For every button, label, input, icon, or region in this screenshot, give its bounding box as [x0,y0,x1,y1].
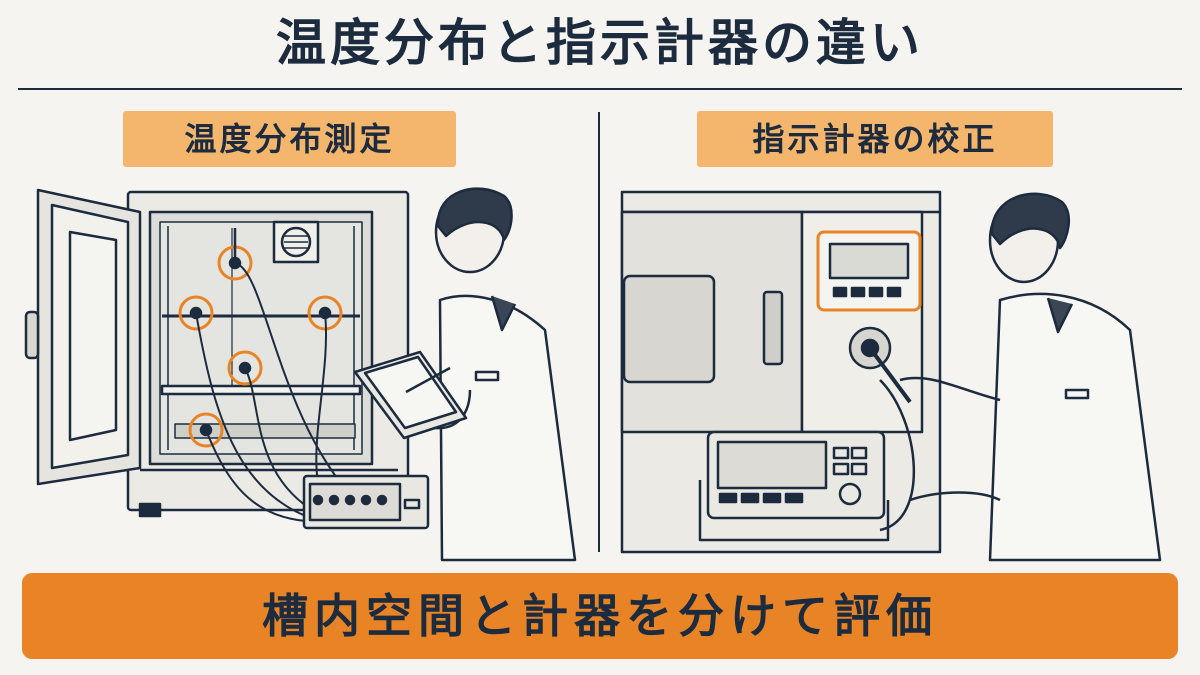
title-divider [18,88,1182,90]
technician-with-probe [868,192,1162,562]
incubator-door [24,188,142,486]
temperature-sensor-icon [178,228,343,448]
control-display-panel [816,230,922,312]
clipboard-icon [353,350,468,440]
summary-banner: 槽内空間と計器を分けて評価 [22,573,1178,659]
panel-divider [598,112,600,552]
reference-thermometer [698,379,916,542]
section-label-temperature-distribution: 温度分布測定 [123,111,456,167]
incubator-chamber [126,190,410,518]
data-logger [302,474,430,530]
page-title: 温度分布と指示計器の違い [276,14,924,72]
section-label-instrument-calibration: 指示計器の校正 [697,111,1053,167]
technician-with-clipboard [409,187,577,562]
